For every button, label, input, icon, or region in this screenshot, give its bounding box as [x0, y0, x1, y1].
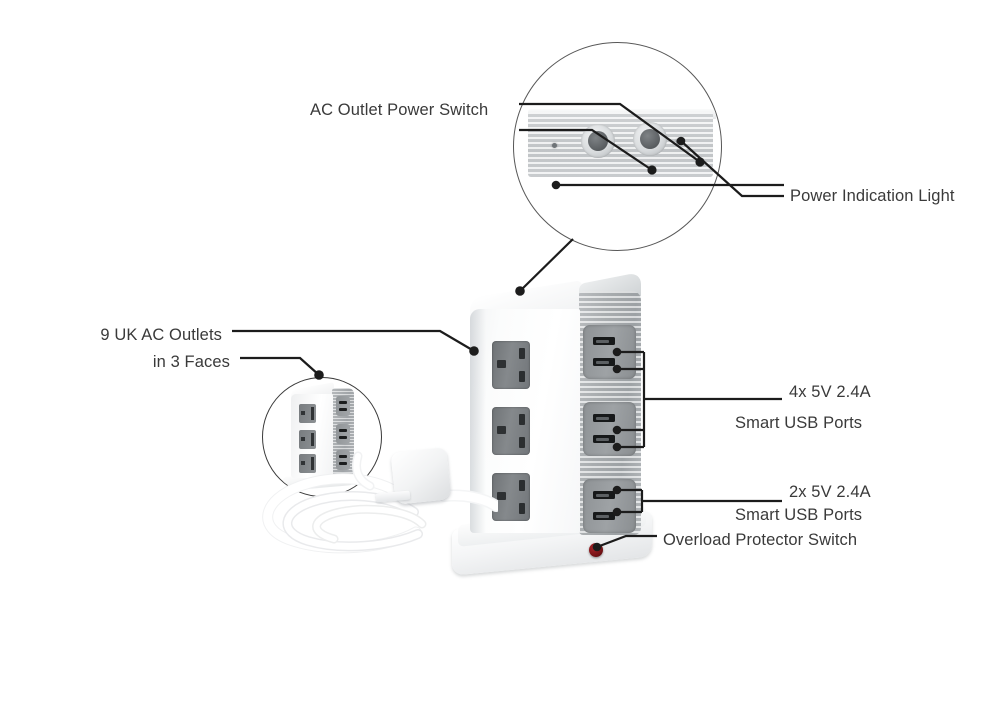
power-indication-light-led	[552, 143, 557, 148]
label-usb-4x-line1: 4x 5V 2.4A	[789, 383, 871, 401]
ac-outlet-socket[interactable]	[492, 341, 530, 389]
mini-usb-panel	[336, 450, 350, 470]
label-overload-protector-switch: Overload Protector Switch	[663, 531, 858, 549]
socket-neutral-slot	[519, 437, 525, 448]
usb-port[interactable]	[593, 358, 615, 366]
mini-tower-front-face	[291, 394, 333, 478]
label-usb-4x-line2: Smart USB Ports	[735, 414, 863, 432]
ac-outlet-socket[interactable]	[492, 407, 530, 455]
label-uk-ac-outlets-line2: in 3 Faces	[152, 353, 230, 371]
overload-protector-button[interactable]	[589, 543, 603, 557]
tower-front-face-shading	[470, 309, 486, 533]
usb-port[interactable]	[593, 435, 615, 443]
mini-tower-side-face	[332, 388, 354, 478]
label-usb-2x-line1: 2x 5V 2.4A	[789, 483, 871, 501]
socket-live-slot	[519, 480, 525, 491]
usb-panel-upper	[583, 325, 636, 379]
ac-outlet-power-switch-rocker[interactable]	[633, 122, 667, 156]
mini-ac-outlet	[299, 404, 316, 423]
detail-circle-top-face	[513, 42, 722, 251]
product-power-tower	[452, 271, 668, 583]
usb-port[interactable]	[593, 337, 615, 345]
mini-usb-panel	[336, 396, 350, 416]
usb-port[interactable]	[593, 414, 615, 422]
socket-neutral-slot	[519, 371, 525, 382]
socket-live-slot	[519, 348, 525, 359]
label-power-indication-light: Power Indication Light	[790, 187, 955, 205]
mini-ac-outlet	[299, 430, 316, 449]
label-usb-2x-line2: Smart USB Ports	[735, 506, 863, 524]
label-uk-ac-outlets-line1: 9 UK AC Outlets	[100, 326, 222, 344]
power-indication-light-led	[676, 139, 681, 144]
ac-outlet-socket[interactable]	[492, 473, 530, 521]
leader-uk-outlets	[232, 329, 475, 352]
label-ac-outlet-power-switch: AC Outlet Power Switch	[310, 101, 489, 119]
power-cable-coiled	[238, 436, 502, 566]
usb-panel-middle	[583, 402, 636, 456]
socket-live-slot	[519, 414, 525, 425]
ac-outlet-power-switch-rocker[interactable]	[581, 124, 615, 158]
cable-loops	[262, 451, 502, 554]
mini-usb-panel	[336, 424, 350, 444]
usb-port[interactable]	[593, 512, 615, 520]
mini-ac-outlet	[299, 454, 316, 473]
usb-port[interactable]	[593, 491, 615, 499]
usb-panel-lower	[583, 479, 636, 533]
leader-in-3-faces	[240, 356, 320, 376]
socket-neutral-slot	[519, 503, 525, 514]
